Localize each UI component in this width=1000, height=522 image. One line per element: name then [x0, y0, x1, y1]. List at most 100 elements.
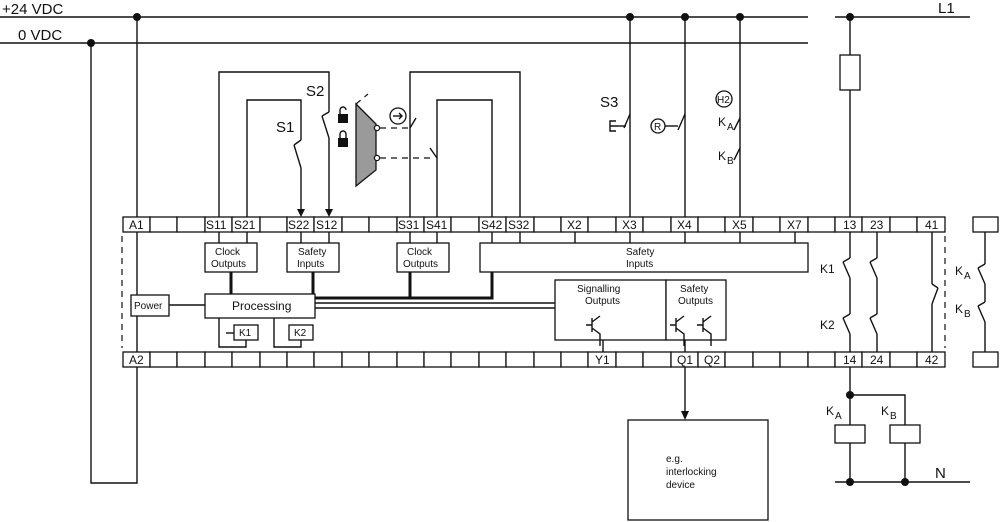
start-button-s3: S3 [600, 94, 631, 132]
svg-text:A: A [964, 271, 971, 282]
svg-text:Safety: Safety [298, 247, 326, 258]
terminal-X5: X5 [732, 218, 747, 232]
terminal-S31: S31 [398, 218, 420, 232]
bottom-terminal-cell [204, 351, 233, 368]
terminal-A2: A2 [129, 353, 144, 367]
bottom-terminal-cell [779, 351, 809, 368]
bottom-terminal-cell [286, 351, 315, 368]
svg-text:K1: K1 [820, 262, 835, 276]
top-terminal-cell [533, 216, 562, 233]
svg-text:K: K [718, 115, 726, 129]
svg-text:Power: Power [134, 301, 163, 312]
svg-text:Safety: Safety [680, 284, 708, 295]
bottom-terminal-cell [889, 351, 918, 368]
svg-text:Clock: Clock [215, 247, 241, 258]
top-terminal-cell [368, 216, 398, 233]
q1-output-arrow [602, 340, 689, 420]
bottom-terminal-cell [313, 351, 343, 368]
clock-outputs-block-1: Clock Outputs [204, 242, 258, 273]
bottom-terminal-cell [615, 351, 644, 368]
svg-text:Inputs: Inputs [626, 259, 653, 270]
timer-icon [389, 107, 407, 125]
bottom-terminal-cell [533, 351, 562, 368]
svg-text:K: K [826, 404, 834, 418]
svg-text:Outputs: Outputs [678, 296, 713, 307]
bottom-terminal-cell [231, 351, 261, 368]
svg-text:e.g.: e.g. [666, 454, 683, 465]
top-terminal-cell [587, 216, 617, 233]
top-terminal-cell [889, 216, 918, 233]
svg-text:K2: K2 [820, 318, 835, 332]
bottom-terminal-cell [176, 351, 206, 368]
bottom-terminal-cell [149, 351, 178, 368]
bottom-terminal-cell [341, 351, 370, 368]
terminal-14: 14 [843, 353, 857, 367]
terminal-41: 41 [925, 218, 939, 232]
svg-text:device: device [666, 480, 695, 491]
terminal-X3: X3 [622, 218, 637, 232]
svg-text:K: K [718, 149, 726, 163]
ka-kb-field-contacts-labels: K A K B [718, 115, 734, 167]
top-terminal-cell [341, 216, 370, 233]
bottom-terminal-cell [724, 351, 754, 368]
switch-label-s3: S3 [600, 94, 618, 111]
output-contacts-k1-k2: K1 K2 [820, 232, 939, 352]
terminal-24: 24 [870, 353, 884, 367]
lock-open-icon [338, 106, 348, 123]
terminal-S32: S32 [508, 218, 530, 232]
terminal-X7: X7 [787, 218, 802, 232]
bottom-terminal-cell [505, 351, 535, 368]
top-terminal-cell [176, 216, 206, 233]
svg-text:K: K [955, 302, 963, 316]
terminal-S11: S11 [206, 218, 227, 232]
top-terminal-labels: A1 S11 S21 S22 S12 S31 S41 S42 S32 X2 X3… [129, 218, 939, 232]
block-terminal-links [218, 232, 796, 243]
power-block: Power [130, 232, 205, 352]
svg-text:K: K [881, 404, 889, 418]
internal-relay-k2: K2 [273, 318, 314, 348]
processing-bus [229, 272, 555, 309]
terminal-X4: X4 [677, 218, 692, 232]
bottom-terminal-cell [396, 351, 425, 368]
s1-s2-wiring: S1 S2 [218, 71, 333, 217]
terminal-S42: S42 [481, 218, 503, 232]
top-terminal-cell [450, 216, 480, 233]
relay-housing-outline [121, 236, 946, 348]
rail-label-0v: 0 VDC [18, 27, 62, 44]
terminal-strip-bottom [122, 351, 946, 368]
reset-label: R [654, 122, 661, 133]
svg-text:K1: K1 [239, 328, 252, 339]
svg-text:B: B [890, 411, 897, 422]
bottom-terminal-cell [752, 351, 781, 368]
lamp-h2-label: H2 [717, 95, 730, 106]
svg-text:Outputs: Outputs [403, 259, 438, 270]
reset-button: R [650, 113, 686, 134]
bottom-terminal-cell [478, 351, 507, 368]
coil-kb: K B [881, 404, 921, 482]
processing-block: Processing [204, 293, 316, 319]
svg-text:A: A [835, 411, 842, 422]
safety-inputs-block-1: Safety Inputs [286, 242, 340, 273]
terminal-X2: X2 [567, 218, 582, 232]
bottom-terminal-cell [916, 351, 946, 368]
svg-text:interlocking: interlocking [666, 467, 717, 478]
svg-text:B: B [727, 156, 734, 167]
terminal-S21: S21 [234, 218, 256, 232]
bottom-terminal-cell [560, 351, 589, 368]
interlocking-device-box: e.g. interlocking device [627, 419, 769, 521]
feeder-wires [90, 17, 851, 484]
terminal-S12: S12 [316, 218, 338, 232]
safety-outputs-block: Safety Outputs [665, 279, 727, 346]
terminal-Q1: Q1 [677, 353, 693, 367]
svg-text:Signalling: Signalling [577, 284, 620, 295]
supply-rails: +24 VDC 0 VDC L1 N [0, 0, 970, 483]
svg-text:B: B [964, 309, 971, 320]
top-terminal-cell [259, 216, 288, 233]
terminal-A1: A1 [129, 218, 144, 232]
terminal-23: 23 [870, 218, 884, 232]
bottom-terminal-cell [368, 351, 398, 368]
terminal-42: 42 [925, 353, 939, 367]
bottom-terminal-cell [450, 351, 480, 368]
terminal-S22: S22 [288, 218, 310, 232]
